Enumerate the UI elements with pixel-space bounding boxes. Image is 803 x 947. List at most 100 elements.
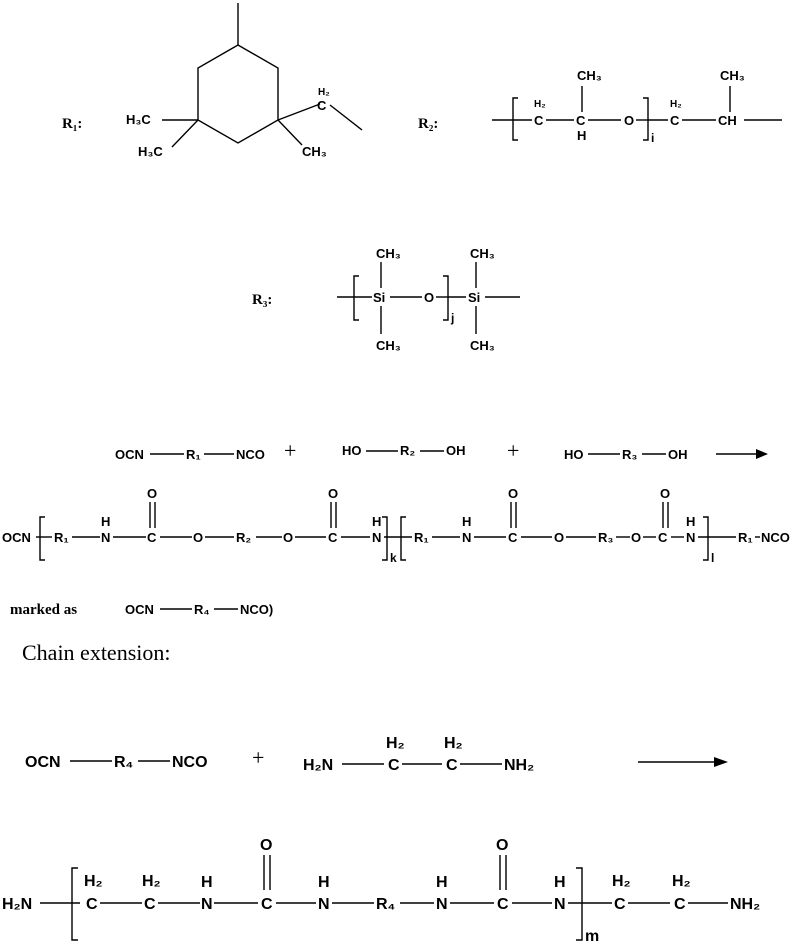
rxn1-oh-1: OH xyxy=(446,443,466,458)
r3-si-1: Si xyxy=(373,290,385,305)
fp-h2-3: H₂ xyxy=(612,873,631,890)
pp-h-2: H xyxy=(372,514,381,529)
r2-c-2: C xyxy=(576,113,586,128)
rxn2-arrow-head xyxy=(714,757,728,767)
r3-bracket-left xyxy=(353,275,359,321)
rxn1-plus-2: + xyxy=(507,438,519,463)
fp-r4: R₄ xyxy=(376,896,395,913)
pp-r1-2: R₁ xyxy=(414,530,429,545)
rxn1-r3: R₃ xyxy=(622,447,637,462)
fp-c-3: C xyxy=(261,896,273,913)
pp-r1-3: R₁ xyxy=(738,530,753,545)
fp-n-1: N xyxy=(201,896,213,913)
fp-h-2: H xyxy=(318,874,330,891)
fp-c-4: C xyxy=(497,896,509,913)
r2-ch: CH xyxy=(718,113,737,128)
fp-bracket-left xyxy=(71,867,78,941)
r2-ch3-2: CH₃ xyxy=(720,68,745,83)
pp-o-2: O xyxy=(193,530,203,545)
fp-h2n: H₂N xyxy=(2,896,32,913)
fp-h-3: H xyxy=(436,874,448,891)
fp-n-3: N xyxy=(436,896,448,913)
fp-bracket-right xyxy=(576,867,583,941)
pp-bracket-1-left xyxy=(39,516,45,561)
r1-left-bond-2 xyxy=(171,119,199,148)
r1-h2: H₂ xyxy=(318,87,330,98)
rxn1-arrow-head xyxy=(756,449,768,459)
rxn2-nco: NCO xyxy=(172,754,208,771)
rxn1-oh-2: OH xyxy=(668,447,688,462)
final-product: H₂N H₂ C H₂ C H N O C H N R₄ H N O C H N… xyxy=(2,837,760,945)
r2-label: R₂: xyxy=(418,116,438,132)
pp-r3: R₃ xyxy=(598,530,613,545)
marked-r4: R₄ xyxy=(194,602,210,617)
r2-subscript-i: i xyxy=(651,131,654,145)
fp-h2-4: H₂ xyxy=(672,873,691,890)
rxn1-ocn: OCN xyxy=(115,447,144,462)
rxn2-h2-2: H₂ xyxy=(444,735,463,752)
pp-ocn: OCN xyxy=(2,530,31,545)
rxn1-nco: NCO xyxy=(236,447,265,462)
fp-o-2: O xyxy=(496,837,508,854)
pp-c-1: C xyxy=(147,530,157,545)
r2-structure: R₂: H₂ C C H CH₃ O i H₂ C CH CH₃ xyxy=(418,68,782,145)
fp-subscript-m: m xyxy=(585,928,599,945)
pp-h-3: H xyxy=(462,514,471,529)
pp-bracket-1-right xyxy=(382,516,388,561)
pp-n-4: N xyxy=(686,530,695,545)
pp-subscript-l: l xyxy=(711,551,714,565)
r3-ch3-2: CH₃ xyxy=(376,338,401,353)
r2-c-1: C xyxy=(534,113,544,128)
r1-right-methyl-bond xyxy=(277,119,303,146)
fp-n-4: N xyxy=(554,896,566,913)
r1-tail-bond xyxy=(329,104,363,131)
fp-c-2: C xyxy=(144,896,156,913)
r1-ch2-bond xyxy=(277,103,321,121)
fp-c-6: C xyxy=(674,896,686,913)
pp-n-1: N xyxy=(101,530,110,545)
r3-label: R₃: xyxy=(252,292,272,308)
chain-extension-heading: Chain extension: xyxy=(22,640,170,665)
rxn2-nh2: NH₂ xyxy=(504,757,534,774)
pp-o-6: O xyxy=(554,530,564,545)
r2-h-1: H xyxy=(577,128,586,143)
r2-o: O xyxy=(624,113,634,128)
pp-o-3: O xyxy=(283,530,293,545)
pp-nco: NCO xyxy=(761,530,790,545)
r2-h2-2: H₂ xyxy=(670,99,682,110)
pp-o-5: O xyxy=(508,486,518,501)
r1-c: C xyxy=(317,98,327,113)
rxn2-plus: + xyxy=(252,745,264,770)
r1-h3c-1: H₃C xyxy=(126,112,151,127)
r2-h2-1: H₂ xyxy=(534,99,546,110)
r3-structure: R₃: Si CH₃ CH₃ O j Si CH₃ CH₃ xyxy=(252,246,520,353)
pp-subscript-k: k xyxy=(390,551,397,565)
fp-h2-1: H₂ xyxy=(84,873,103,890)
rxn1-ho-2: HO xyxy=(564,447,584,462)
r3-ch3-3: CH₃ xyxy=(470,246,495,261)
marked-ocn: OCN xyxy=(125,602,154,617)
r1-h3c-2: H₃C xyxy=(138,144,163,159)
r2-ch3-1: CH₃ xyxy=(577,68,602,83)
rxn2-c-2: C xyxy=(446,757,458,774)
r3-ch3-1: CH₃ xyxy=(376,246,401,261)
pp-n-2: N xyxy=(372,530,381,545)
pp-c-2: C xyxy=(328,530,338,545)
pp-r1-1: R₁ xyxy=(54,530,69,545)
pp-r2: R₂ xyxy=(236,530,251,545)
fp-h-1: H xyxy=(201,874,213,891)
pp-c-4: C xyxy=(658,530,668,545)
rxn1-r2: R₂ xyxy=(400,443,415,458)
reaction-2: OCN R₄ NCO + H₂N H₂ C H₂ C NH₂ xyxy=(25,735,728,774)
fp-n-2: N xyxy=(318,896,330,913)
r3-subscript-j: j xyxy=(450,311,454,325)
rxn2-c-1: C xyxy=(388,757,400,774)
marked-as-line: marked as OCN R₄ NCO) xyxy=(10,602,273,618)
pp-bracket-2-left xyxy=(400,516,406,561)
r3-o: O xyxy=(424,290,434,305)
r3-si-2: Si xyxy=(468,290,480,305)
marked-nco: NCO) xyxy=(240,602,273,617)
pp-o-4: O xyxy=(328,486,338,501)
r2-c-3: C xyxy=(670,113,680,128)
